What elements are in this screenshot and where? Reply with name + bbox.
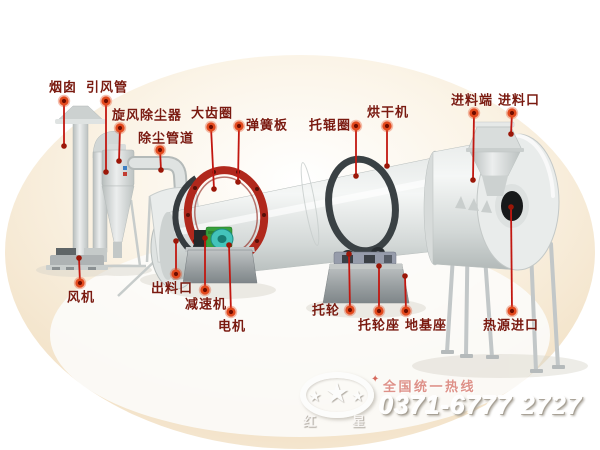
cyclone-graphic (101, 144, 135, 258)
dust-duct-graphic (127, 156, 188, 199)
housing-feet (441, 350, 565, 373)
ground-shadows (36, 263, 588, 378)
chimney-graphic (55, 105, 106, 260)
fan-graphic (46, 248, 108, 270)
hopper-graphic (466, 121, 524, 196)
gear-ring-graphic (172, 166, 269, 284)
